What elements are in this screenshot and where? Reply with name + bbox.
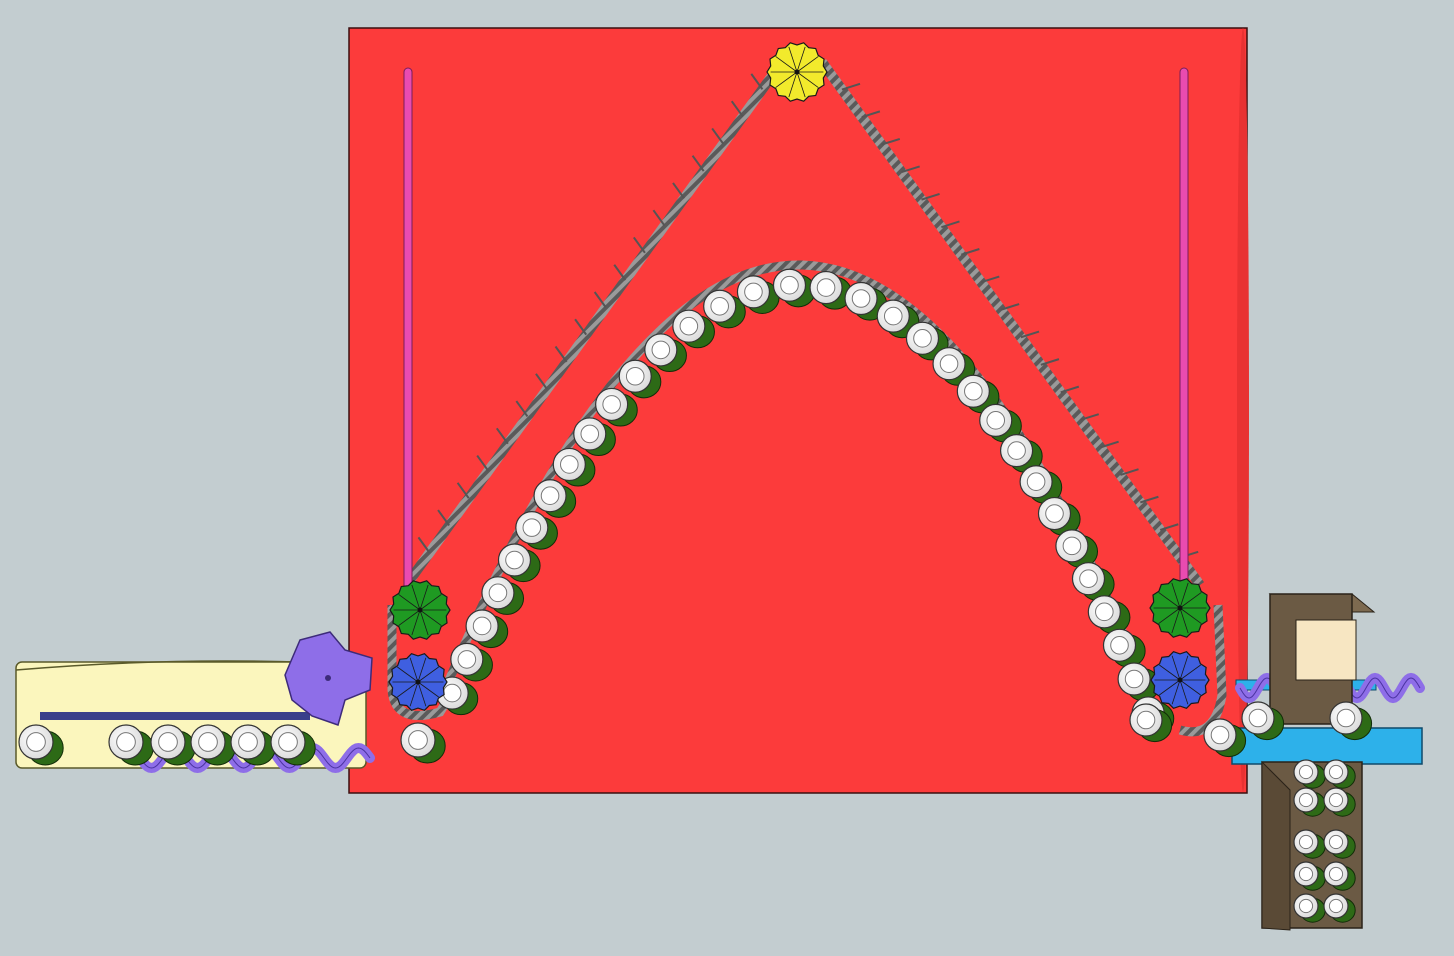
carton-upper-inner (1296, 620, 1356, 680)
left-guide-rod (404, 68, 412, 614)
right-guide-rod (1180, 68, 1188, 614)
star-wheel-hub (325, 675, 331, 681)
infeed-rail (40, 712, 310, 720)
panel-edge-right (1237, 28, 1249, 792)
carton-lower-side (1262, 762, 1290, 930)
